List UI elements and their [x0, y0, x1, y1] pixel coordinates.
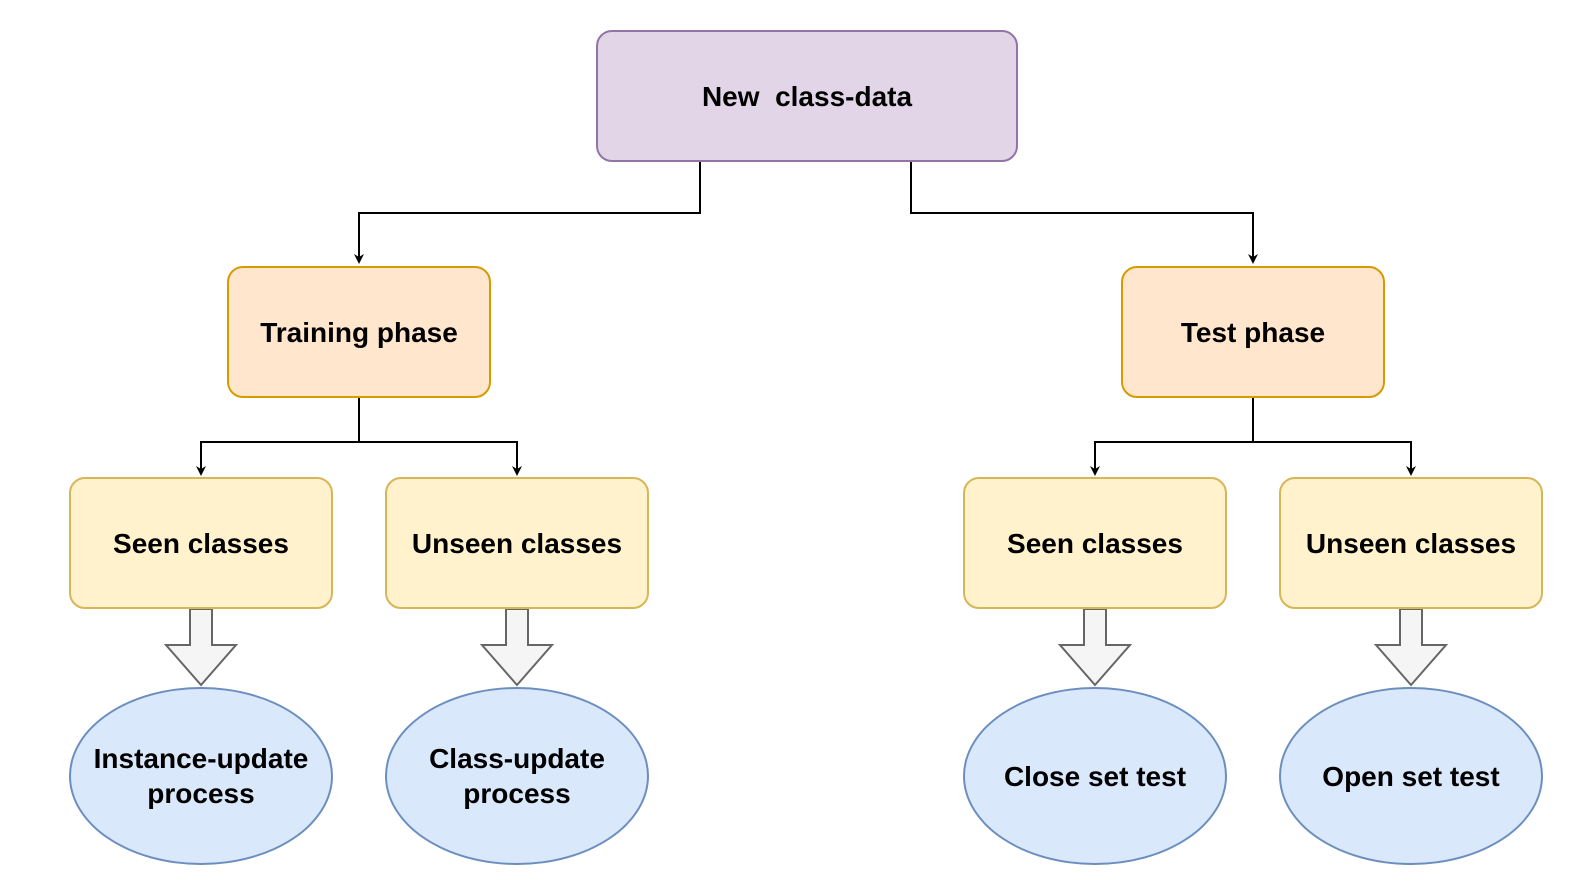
block-arrow-unseen-to-open-set: [1373, 608, 1449, 687]
instance-update-process-label: Instance-update process: [93, 743, 309, 809]
open-set-test-label: Open set test: [1322, 760, 1500, 792]
close-set-test-label: Close set test: [1003, 760, 1187, 792]
block-arrow-seen-to-close-set: [1057, 608, 1133, 687]
training-seen-classes-label: Seen classes: [113, 527, 289, 559]
test-seen-classes-node: Seen classes: [963, 477, 1227, 609]
test-phase-label: Test phase: [1180, 316, 1326, 348]
root-label: New class-data: [701, 80, 913, 112]
root-node-new-class-data: New class-data: [596, 30, 1018, 162]
connector-training-to-unseen: [359, 441, 522, 476]
connector-root-to-test: [910, 162, 1258, 264]
block-arrow-seen-to-instance-update: [163, 608, 239, 687]
block-arrow-unseen-to-class-update: [479, 608, 555, 687]
class-update-process-node: Class-update process: [385, 687, 649, 865]
test-unseen-classes-label: Unseen classes: [1305, 527, 1517, 559]
connector-training-to-seen: [196, 398, 360, 476]
class-update-process-label: Class-update process: [429, 743, 605, 809]
training-unseen-classes-label: Unseen classes: [411, 527, 623, 559]
test-phase-node: Test phase: [1121, 266, 1385, 398]
test-seen-classes-label: Seen classes: [1007, 527, 1183, 559]
open-set-test-node: Open set test: [1279, 687, 1543, 865]
training-phase-label: Training phase: [260, 316, 458, 348]
instance-update-process-node: Instance-update process: [69, 687, 333, 865]
connector-root-to-training: [354, 162, 701, 264]
training-unseen-classes-node: Unseen classes: [385, 477, 649, 609]
training-seen-classes-node: Seen classes: [69, 477, 333, 609]
connector-test-to-seen: [1090, 398, 1254, 476]
close-set-test-node: Close set test: [963, 687, 1227, 865]
connector-test-to-unseen: [1253, 441, 1416, 476]
test-unseen-classes-node: Unseen classes: [1279, 477, 1543, 609]
training-phase-node: Training phase: [227, 266, 491, 398]
